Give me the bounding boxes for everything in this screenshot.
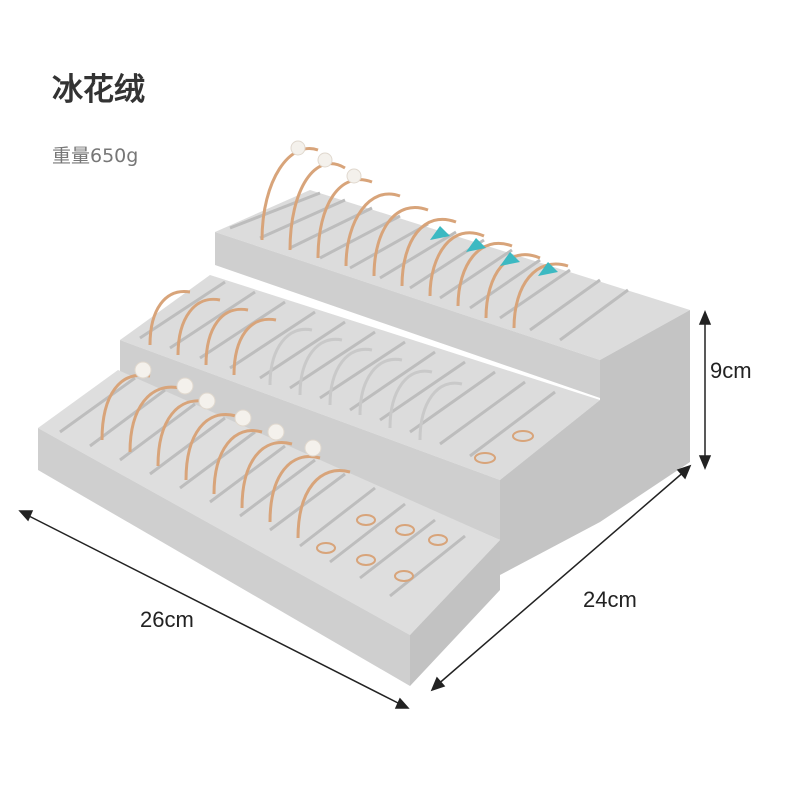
rings-front-row [316,514,448,582]
ring-icon [474,452,496,464]
turquoise-triangle-icon [538,262,558,276]
rings-middle-row [474,430,534,464]
pearl-icon [267,423,285,441]
product-title: 冰花绒 [52,72,145,108]
pearl-icon [346,168,362,184]
ring-icon [394,570,414,582]
pearl-icon [198,392,216,410]
turquoise-triangle-icon [500,252,520,266]
bangles-middle-row [148,290,463,441]
tray-tier-middle [120,275,600,575]
pearl-icon [234,409,252,427]
width-arrow [18,510,410,709]
pearl-icon [176,377,194,395]
pearl-charms-back [290,140,362,184]
ring-icon [356,514,376,526]
bangles-back-row [260,147,569,329]
ring-icon [512,430,534,442]
pearl-charms-front [134,361,322,457]
ring-icon [316,542,336,554]
ring-icon [428,534,448,546]
pearl-icon [304,439,322,457]
turquoise-triangle-icon [466,238,486,252]
depth-arrow [430,464,692,692]
product-weight: 重量650g [52,145,139,167]
ring-icon [356,554,376,566]
pearl-icon [317,152,333,168]
tray-tier-front [38,370,500,686]
pearl-icon [134,361,152,379]
turquoise-triangle-icon [430,226,450,240]
width-dimension-label: 26cm [140,607,194,632]
height-arrow [698,310,712,470]
turquoise-charms-back [430,226,558,276]
height-dimension-label: 9cm [710,358,752,383]
tray-tier-back [215,190,690,522]
ring-icon [395,524,415,536]
bangles-front-row [100,373,351,539]
pearl-icon [290,140,306,156]
depth-dimension-label: 24cm [583,587,637,612]
